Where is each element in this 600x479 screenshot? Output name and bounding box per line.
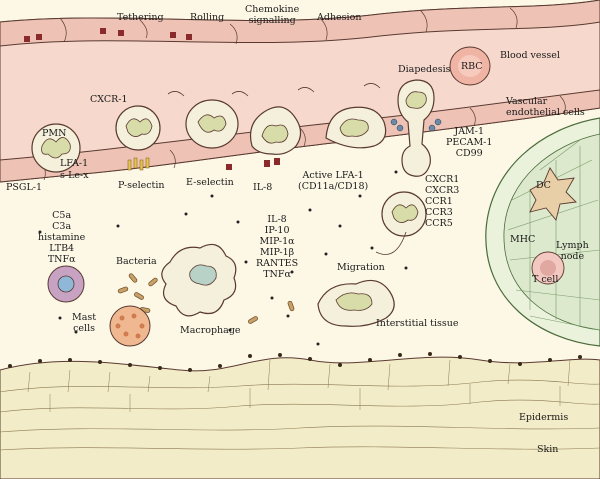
label-il8-vessel: IL-8 bbox=[253, 182, 273, 193]
label-macrophage: Macrophage bbox=[180, 325, 241, 336]
label-epidermis: Epidermis bbox=[519, 412, 569, 423]
selectin-receptors bbox=[24, 28, 280, 170]
migration-arrow bbox=[375, 231, 407, 255]
label-adhesion: Adhesion bbox=[317, 12, 362, 23]
label-pmn: PMN bbox=[42, 128, 67, 139]
label-active-lfa1: Active LFA-1 (CD11a/CD18) bbox=[298, 170, 369, 192]
label-p-selectin: P-selectin bbox=[118, 180, 165, 191]
label-chemokines: IL-8 IP-10 MIP-1α MIP-1β RANTES TNFα bbox=[256, 214, 299, 280]
label-diapedesis: Diapedesis bbox=[398, 64, 451, 75]
label-rolling: Rolling bbox=[190, 12, 225, 23]
macrophage-cell bbox=[161, 243, 237, 317]
junction-molecules bbox=[390, 118, 442, 132]
leukocyte-adhesion bbox=[325, 106, 387, 149]
rbc-cell bbox=[449, 46, 491, 86]
label-lymph-node: Lymph node bbox=[556, 240, 589, 262]
leukocyte-chemokine bbox=[249, 106, 302, 155]
upper-vessel-wall bbox=[0, 0, 600, 47]
leukocyte-diapedesis bbox=[397, 79, 435, 177]
label-migration: Migration bbox=[337, 262, 385, 273]
label-sle-x: s-Le-x bbox=[60, 170, 89, 181]
leukocyte-tethering bbox=[115, 105, 161, 151]
label-t-cell: T cell bbox=[532, 274, 559, 285]
label-e-selectin: E-selectin bbox=[186, 177, 234, 188]
leukocyte-rolling bbox=[185, 99, 239, 149]
label-mediators: C5a C3a histamine LTB4 TNFα bbox=[38, 210, 86, 265]
label-interstitial-tissue: Interstitial tissue bbox=[376, 318, 459, 329]
label-psgl1: PSGL-1 bbox=[6, 182, 43, 193]
bacteria-group bbox=[117, 273, 295, 324]
label-dc: DC bbox=[536, 180, 551, 191]
leukocyte-pmn bbox=[31, 123, 81, 173]
label-mast-cells: Mast cells bbox=[72, 312, 97, 334]
label-vascular-endothelial-cells: Vascular endothelial cells bbox=[506, 96, 585, 118]
adhesion-molecules bbox=[127, 157, 150, 171]
epidermis-layers bbox=[0, 352, 600, 479]
label-mhc: MHC bbox=[510, 234, 536, 245]
leukocyte-interstitial bbox=[317, 279, 395, 327]
label-tethering: Tethering bbox=[117, 12, 164, 23]
dendritic-cell bbox=[529, 167, 577, 221]
label-jam1-pecam1-cd99: JAM-1 PECAM-1 CD99 bbox=[446, 126, 493, 159]
label-chemokine-receptors: CXCR1 CXCR3 CCR1 CCR3 CCR5 bbox=[425, 174, 460, 229]
label-cxcr1: CXCR-1 bbox=[90, 94, 128, 105]
label-blood-vessel: Blood vessel bbox=[500, 50, 560, 61]
label-chemokine-signalling: Chemokine signalling bbox=[245, 4, 300, 26]
leukocyte-migrating bbox=[381, 191, 427, 237]
label-skin: Skin bbox=[537, 444, 559, 455]
label-lfa1: LFA-1 bbox=[60, 158, 89, 169]
lymph-node bbox=[485, 117, 600, 347]
mast-cell-1 bbox=[47, 265, 85, 303]
label-rbc: RBC bbox=[461, 61, 483, 72]
label-bacteria: Bacteria bbox=[116, 256, 157, 267]
stage-arrows bbox=[167, 83, 381, 97]
mast-cell-2 bbox=[109, 305, 151, 347]
